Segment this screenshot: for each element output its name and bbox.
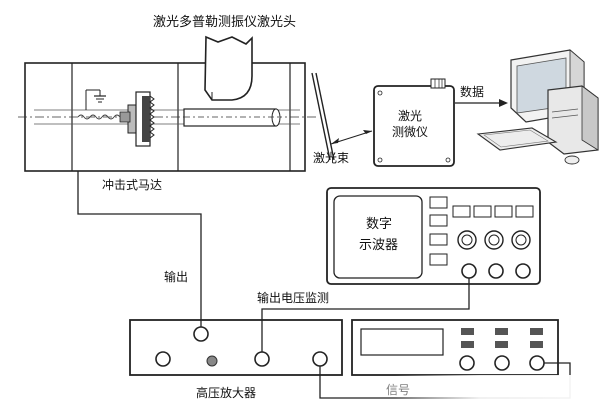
label-impact-motor: 冲击式马达: [102, 177, 162, 192]
laser-vibrometer-head: [204, 35, 253, 101]
signal-generator: [351, 319, 559, 376]
laser-beam-arrow: [330, 130, 373, 145]
label-hv-amplifier: 高压放大器: [196, 385, 256, 400]
label-laser-micrometer-2: 测微仪: [392, 125, 428, 139]
reflector-plate: [311, 72, 335, 161]
shaft-spring: [77, 114, 121, 120]
data-arrow: [455, 99, 508, 107]
label-laser-micrometer-1: 激光: [398, 109, 422, 123]
motor-rotor: [119, 91, 155, 147]
digital-oscilloscope: [326, 187, 541, 285]
label-output: 输出: [164, 269, 188, 284]
computer-icon: [476, 49, 599, 165]
ground-icon: [85, 89, 106, 110]
label-output-voltage-monitor: 输出电压监测: [257, 290, 329, 305]
label-oscilloscope-1: 数字: [366, 217, 392, 232]
label-oscilloscope-2: 示波器: [359, 238, 398, 253]
high-voltage-amplifier: [129, 319, 343, 376]
label-signal-generator: 信号: [386, 383, 410, 397]
shaft-cylinder: [183, 108, 281, 127]
label-vibrometer-head: 激光多普勒测振仪激光头: [153, 14, 296, 30]
label-data: 数据: [460, 84, 484, 99]
watermark-fade: [395, 375, 606, 407]
label-laser-beam: 激光束: [313, 151, 349, 165]
laser-micrometer-device: [373, 78, 455, 167]
